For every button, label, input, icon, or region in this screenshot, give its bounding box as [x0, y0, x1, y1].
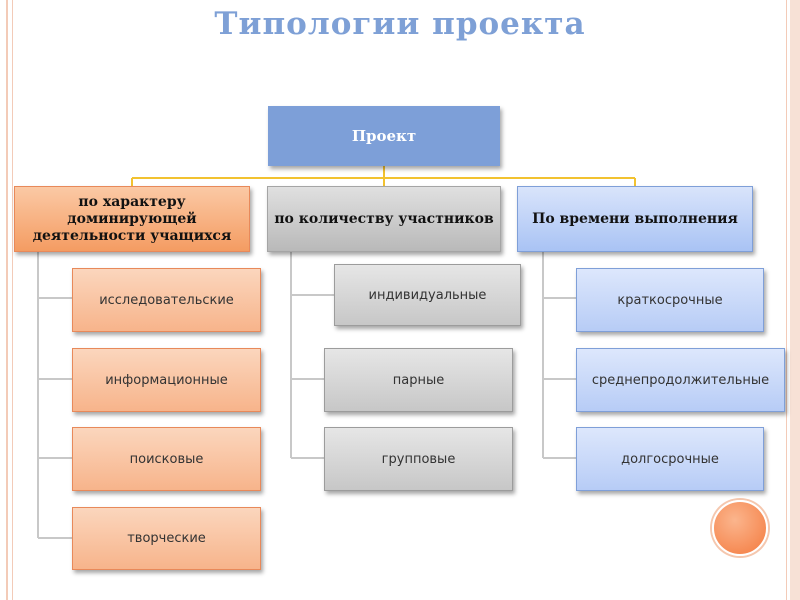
- left-decor-line-inner: [12, 0, 13, 600]
- root-node-project: Проект: [268, 106, 500, 166]
- item-long-term: долгосрочные: [576, 427, 764, 491]
- item-short-term: краткосрочные: [576, 268, 764, 332]
- item-pair: парные: [324, 348, 513, 412]
- decorative-circle: [712, 500, 768, 556]
- left-decor-line: [6, 0, 8, 600]
- item-medium-term: среднепродолжительные: [576, 348, 785, 412]
- item-individual: индивидуальные: [334, 264, 521, 326]
- item-search: поисковые: [72, 427, 261, 491]
- right-decor-band: [790, 0, 800, 600]
- item-creative: творческие: [72, 507, 261, 570]
- category-duration: По времени выполнения: [517, 186, 753, 252]
- category-participants: по количеству участников: [267, 186, 501, 252]
- item-research: исследовательские: [72, 268, 261, 332]
- category-activity-type: по характеру доминирующей деятельности у…: [14, 186, 250, 252]
- item-group: групповые: [324, 427, 513, 491]
- item-informational: информационные: [72, 348, 261, 412]
- right-decor-line: [786, 0, 787, 600]
- slide-title: Типологии проекта: [214, 6, 586, 42]
